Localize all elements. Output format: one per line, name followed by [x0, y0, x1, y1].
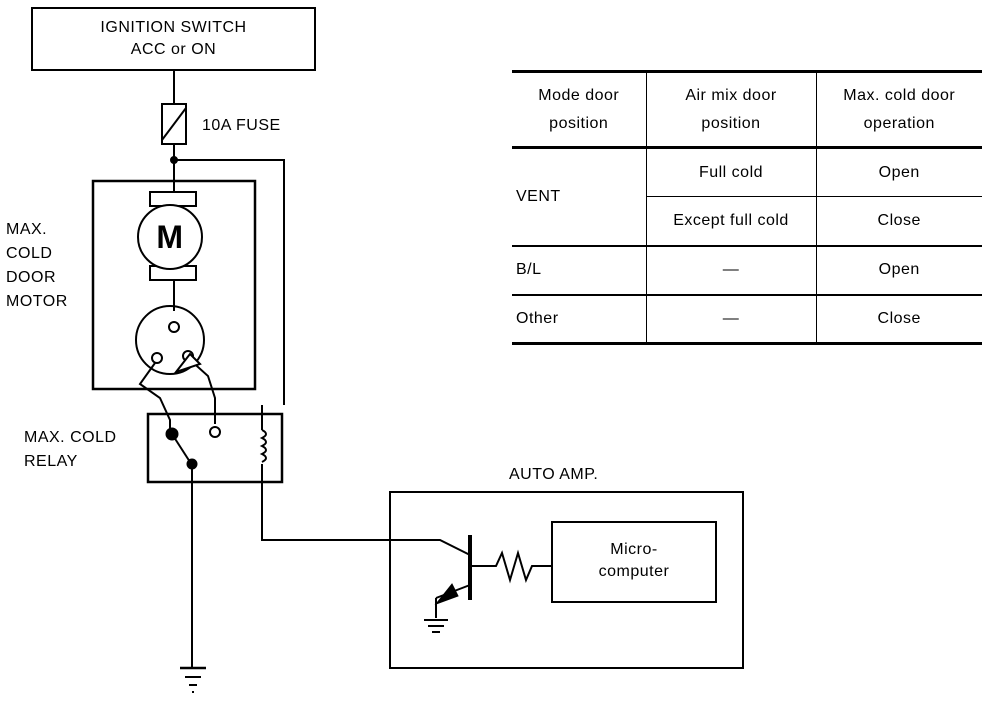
ignition-label-1: IGNITION SWITCH — [100, 19, 247, 36]
air-mix-cell: — — [645, 294, 816, 344]
motor-symbol — [137, 204, 203, 270]
air-mix-cell: Except full cold — [645, 196, 816, 246]
motor-label-3: DOOR — [6, 269, 56, 286]
rotary-switch — [135, 305, 205, 375]
motor-label-4: MOTOR — [6, 293, 68, 310]
auto-amp-box — [389, 491, 744, 669]
operation-cell: Close — [815, 294, 982, 344]
microcomputer-box — [551, 521, 717, 603]
table-row: B/L — Open — [512, 245, 982, 295]
fuse-label: 10A FUSE — [202, 117, 281, 134]
ignition-label-2: ACC or ON — [130, 41, 217, 58]
amp-label: AUTO AMP. — [509, 466, 599, 483]
operation-cell: Open — [815, 245, 982, 295]
motor-label-2: COLD — [6, 245, 53, 262]
air-mix-cell: Full cold — [645, 147, 816, 197]
operation-cell: Open — [815, 147, 982, 197]
relay-label-2: RELAY — [24, 453, 78, 470]
micro-label-1: Micro- — [610, 541, 658, 558]
resistor — [470, 549, 552, 584]
table-row: Except full cold Close — [512, 196, 982, 246]
mode-cell: B/L — [516, 261, 542, 278]
operation-cell: Close — [815, 196, 982, 246]
motor-m-label: M — [156, 219, 184, 255]
table-row: VENT Full cold Open — [512, 147, 982, 247]
mode-cell: VENT — [512, 147, 646, 247]
relay-label-1: MAX. COLD — [24, 429, 117, 446]
micro-label-2: computer — [598, 563, 670, 580]
air-mix-cell: — — [645, 245, 816, 295]
table-row: Other — Close — [512, 294, 982, 344]
motor-label-1: MAX. — [6, 221, 48, 238]
motor-housing — [91, 179, 257, 391]
mode-cell: Other — [516, 309, 559, 327]
